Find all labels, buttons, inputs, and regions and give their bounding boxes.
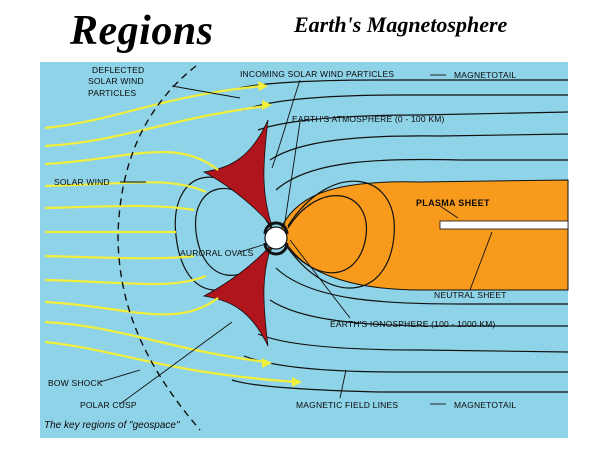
leader-deflected <box>171 85 241 99</box>
diagram-title: Earth's Magnetosphere <box>294 12 508 37</box>
neutral-sheet-strip <box>439 220 569 230</box>
upper-field-line-3 <box>269 133 569 161</box>
arrow-head-4 <box>262 358 272 368</box>
arrow-head-1 <box>258 81 268 91</box>
lower-magnetopause-line <box>231 379 568 393</box>
solar-wind-line-1 <box>44 84 263 130</box>
solar-wind-line-3 <box>44 151 219 171</box>
diagram-caption: The key regions of "geospace" <box>44 420 180 431</box>
solar-wind-line-8 <box>44 274 207 286</box>
leader-plasma-sheet <box>439 205 459 219</box>
solar-wind-arrowheads <box>258 81 302 387</box>
arrow-head-2 <box>262 100 272 110</box>
label-neutral-sheet: NEUTRAL SHEET <box>434 290 507 300</box>
label-atmosphere: EARTH'S ATMOSPHERE (0 - 100 KM) <box>292 114 445 124</box>
page-title: Regions <box>70 8 214 54</box>
solar-wind-line-10 <box>44 320 267 364</box>
dipole-loop-night-2 <box>287 180 395 289</box>
solar-wind-lines <box>44 84 297 384</box>
label-incoming: INCOMING SOLAR WIND PARTICLES <box>240 69 394 79</box>
leader-neutral-sheet <box>469 231 493 291</box>
label-field-lines: MAGNETIC FIELD LINES <box>296 400 398 410</box>
solar-wind-line-9 <box>44 297 219 316</box>
lower-field-line-4 <box>275 267 568 305</box>
solar-wind-line-2 <box>44 104 267 148</box>
auroral-oval-north <box>263 221 289 235</box>
plasma-sheet-region <box>281 179 569 291</box>
leader-auroral-ovals <box>239 243 267 253</box>
leader-lines <box>99 74 493 405</box>
dipole-loop-night-1 <box>287 195 367 274</box>
arrow-head-3 <box>292 377 302 387</box>
label-deflected-3: PARTICLES <box>88 88 136 98</box>
label-auroral-ovals: AURORAL OVALS <box>180 248 254 258</box>
leader-bow-shock <box>99 369 141 383</box>
label-polar-cusp: POLAR CUSP <box>80 400 137 410</box>
label-magnetotail-bottom: MAGNETOTAIL <box>454 400 516 410</box>
solar-wind-line-5 <box>44 204 195 212</box>
upper-field-line-2 <box>257 111 569 131</box>
solar-wind-line-7 <box>44 254 195 260</box>
label-deflected-1: DEFLECTED <box>92 65 144 75</box>
lower-field-line-3 <box>269 299 568 327</box>
leader-field-lines <box>339 369 347 399</box>
polar-cusp-south <box>202 243 273 347</box>
label-deflected-2: SOLAR WIND <box>88 76 144 86</box>
earth-icon <box>264 226 288 250</box>
leader-incoming <box>271 79 301 169</box>
polar-cusp-north <box>202 119 273 227</box>
label-plasma-sheet: PLASMA SHEET <box>416 198 490 208</box>
leader-polar-cusp <box>119 321 233 405</box>
label-magnetotail-top: MAGNETOTAIL <box>454 70 516 80</box>
leader-ionosphere <box>289 239 351 319</box>
lower-field-line-2 <box>257 333 569 353</box>
leader-atmosphere <box>283 121 301 229</box>
solar-wind-line-11 <box>44 340 297 384</box>
label-ionosphere: EARTH'S IONOSPHERE (100 - 1000 KM) <box>330 319 496 329</box>
auroral-oval-south <box>263 242 289 256</box>
label-solar-wind: SOLAR WIND <box>54 177 110 187</box>
label-bow-shock: BOW SHOCK <box>48 378 103 388</box>
bow-shock-line <box>117 65 201 431</box>
